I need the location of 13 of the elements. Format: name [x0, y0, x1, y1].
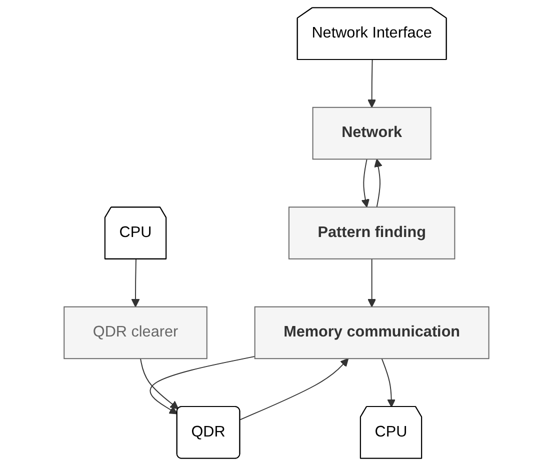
- arrow: [368, 258, 376, 308]
- arrow: [368, 59, 376, 108]
- arrow: [131, 258, 140, 308]
- arrow: [381, 358, 396, 408]
- arrow: [374, 158, 382, 208]
- node-box: QDR clearer: [64, 306, 208, 360]
- node-box: Memory communication: [254, 306, 490, 360]
- arrow: [140, 358, 179, 410]
- arrow: [150, 356, 256, 414]
- node-box: Pattern finding: [288, 206, 456, 260]
- arrow: [361, 158, 370, 208]
- arrow: [240, 358, 349, 420]
- node-box: Network: [312, 106, 432, 160]
